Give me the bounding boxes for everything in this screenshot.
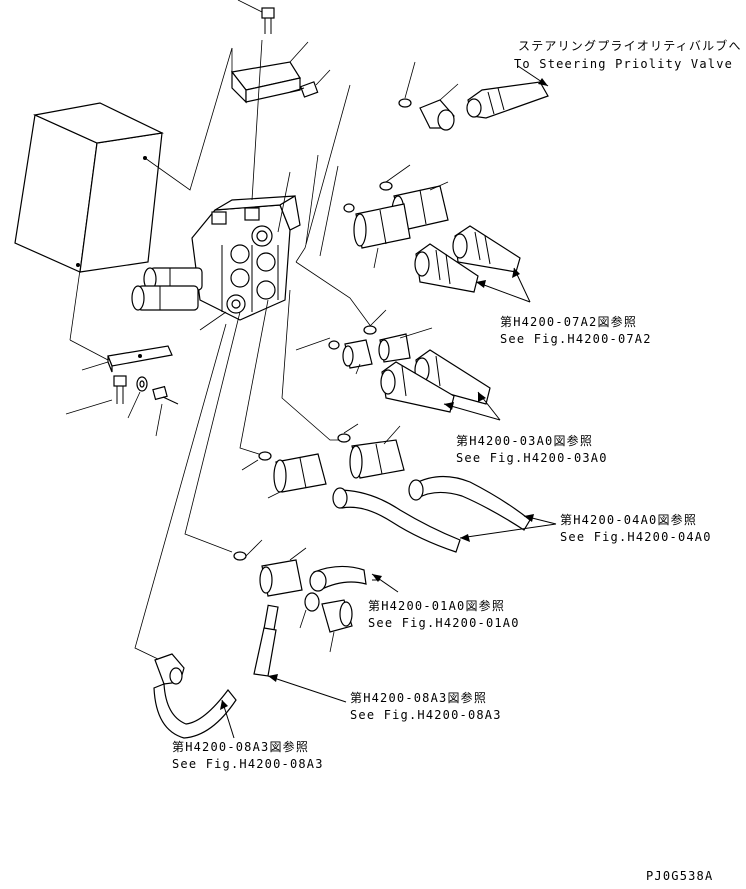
bracket-bolt [289, 81, 319, 98]
hose-end-07a2-lower [414, 243, 479, 293]
arrows-07a2 [475, 267, 531, 303]
callout-h07a2-en: See Fig.H4200-07A2 [500, 332, 652, 346]
arrow-08a3-left [220, 699, 235, 739]
leader-lines [65, 0, 373, 661]
adapter-03a0-lower [342, 339, 373, 375]
arrows-04a0 [459, 514, 557, 542]
o-ring-01a0 [233, 539, 263, 561]
arrows-03a0 [443, 391, 501, 421]
callout-steering-en: To Steering Priolity Valve [514, 57, 733, 71]
lower-bolt-left [113, 375, 127, 404]
lower-bolt-right [152, 385, 179, 405]
hose-end-top [466, 81, 549, 119]
nut-01a0 [299, 592, 320, 629]
callout-steering-jp: ステアリングプライオリティバルブへ [518, 38, 742, 53]
hose-end-07a2-upper [452, 225, 521, 273]
hose-08a3-left [153, 683, 237, 739]
elbow-08a3-left [154, 653, 185, 685]
callout-h03a0-jp: 第H4200-03A0図参照 [456, 433, 593, 448]
cap-01a0 [321, 599, 353, 653]
o-ring-04a0-upper [337, 423, 359, 443]
o-ring-03a0-upper [363, 309, 387, 335]
connector-04a0-lower [267, 453, 327, 499]
hose-end-01a0 [309, 565, 380, 592]
washer [136, 376, 148, 392]
hose-end-03a0-lower [380, 361, 455, 413]
solenoid-upper [143, 267, 203, 291]
elbow-fitting-top [419, 83, 459, 131]
arrow-01a0 [371, 573, 399, 593]
hose-04a0-lower [332, 487, 461, 553]
callout-h04a0-jp: 第H4200-04A0図参照 [560, 512, 697, 527]
top-bolt [261, 7, 275, 34]
callout-h08a3-right-en: See Fig.H4200-08A3 [350, 708, 502, 722]
callout-h08a3-left-en: See Fig.H4200-08A3 [172, 757, 324, 771]
callout-h07a2-jp: 第H4200-07A2図参照 [500, 314, 637, 329]
o-ring-03a0-lower [328, 340, 340, 350]
solenoid-lower [131, 285, 199, 311]
connector-04a0-upper [349, 425, 405, 479]
tee-fitting [259, 547, 307, 597]
hose-04a0-upper [408, 475, 531, 531]
callout-h08a3-left-jp: 第H4200-08A3図参照 [172, 739, 309, 754]
hose-08a3-right [253, 604, 279, 677]
lower-bracket [107, 345, 173, 373]
o-ring-07a2-upper [379, 164, 411, 191]
o-ring-07a2-lower [343, 203, 355, 213]
o-ring-top [398, 61, 416, 108]
arrow-08a3-right [267, 674, 347, 703]
adapter-03a0-upper [378, 327, 433, 363]
arrow-steering [517, 65, 549, 87]
drawing-code: PJ0G538A [646, 869, 713, 883]
callout-h04a0-en: See Fig.H4200-04A0 [560, 530, 712, 544]
callout-h01a0-jp: 第H4200-01A0図参照 [368, 598, 505, 613]
top-bracket [230, 61, 301, 104]
callout-h03a0-en: See Fig.H4200-03A0 [456, 451, 608, 465]
control-valve [191, 195, 301, 321]
o-ring-04a0-lower [241, 451, 272, 471]
cover-plate [14, 102, 164, 273]
callout-h01a0-en: See Fig.H4200-01A0 [368, 616, 520, 630]
connector-07a2-lower [353, 203, 411, 269]
callout-h08a3-right-jp: 第H4200-08A3図参照 [350, 690, 487, 705]
